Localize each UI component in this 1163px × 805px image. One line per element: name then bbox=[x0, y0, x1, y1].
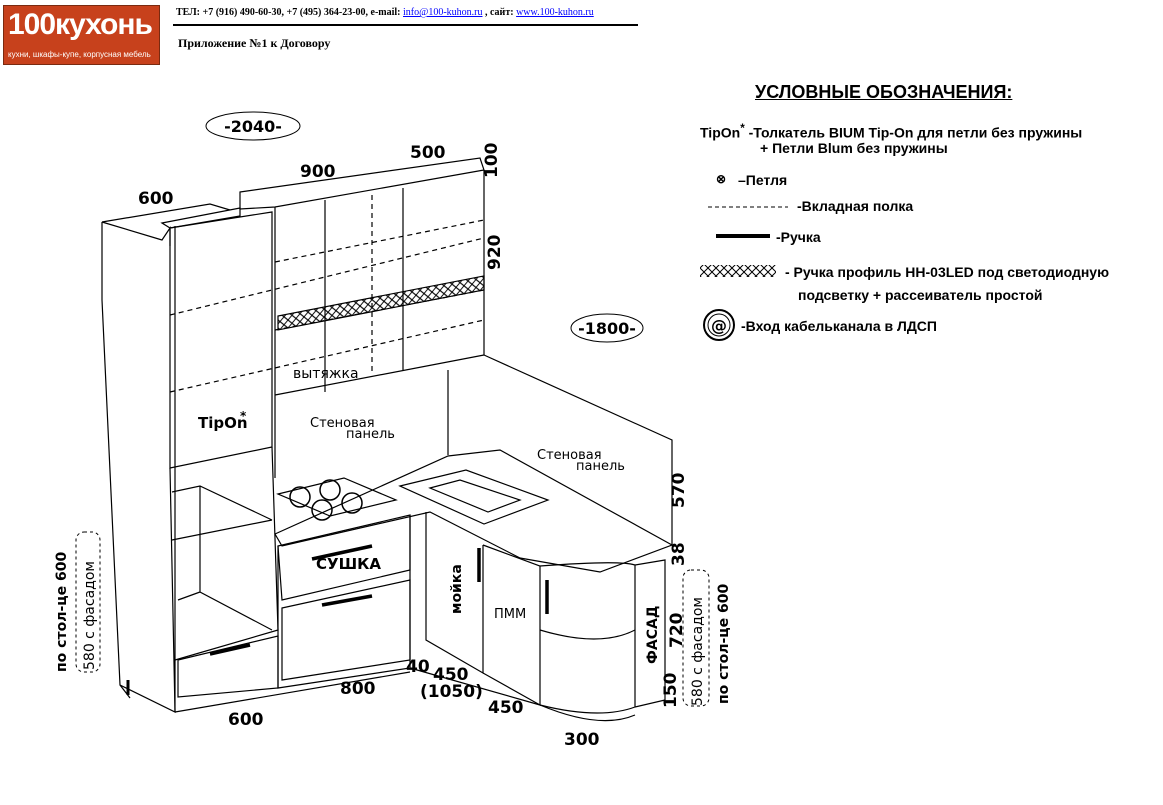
site-prefix: , сайт: bbox=[482, 7, 517, 18]
side-left-1: по стол-це 600 bbox=[54, 552, 70, 672]
sink bbox=[398, 469, 550, 525]
legend-profile-hatch bbox=[700, 265, 776, 277]
wall-right-label: -1800- bbox=[578, 319, 636, 338]
dim-450a: 450 bbox=[433, 665, 469, 685]
contacts-text: ТЕЛ: +7 (916) 490-60-30, +7 (495) 364-23… bbox=[176, 7, 404, 18]
legend-tipon-key: TipOn bbox=[700, 124, 741, 141]
countertop bbox=[274, 449, 674, 573]
appendix-title: Приложение №1 к Договору bbox=[178, 36, 331, 50]
dim-920: 920 bbox=[485, 234, 505, 270]
legend-title: УСЛОВНЫЕ ОБОЗНАЧЕНИЯ: bbox=[755, 82, 1013, 102]
legend-tipon: TipOn* -Толкатель BIUM Tip-On для петли … bbox=[700, 122, 1082, 141]
wall-right-ellipse bbox=[570, 313, 644, 343]
dim-800: 800 bbox=[340, 679, 376, 699]
dim-300: 300 bbox=[564, 730, 600, 750]
header-divider bbox=[173, 24, 638, 26]
profile-hatch bbox=[277, 275, 485, 331]
legend-profile-line2: подсветку + рассеиватель простой bbox=[798, 287, 1043, 303]
cable-icon: @ bbox=[703, 309, 735, 341]
label-hood: вытяжка bbox=[293, 366, 359, 382]
label-dishwasher: ПММ bbox=[494, 607, 526, 622]
logo-tagline: кухни, шкафы-купе, корпусная мебель bbox=[8, 50, 151, 59]
legend-tipon-line2: + Петли Blum без пружины bbox=[760, 140, 948, 156]
label-facade: ФАСАД bbox=[645, 606, 661, 664]
cable-icon-glyph: @ bbox=[711, 316, 727, 335]
dim-570: 570 bbox=[669, 472, 689, 508]
label-wall-panel-1b: панель bbox=[346, 427, 395, 442]
legend-hinge: –Петля bbox=[738, 172, 788, 188]
legend-tipon-star: * bbox=[740, 122, 745, 135]
upper-cabinets bbox=[239, 157, 485, 210]
legend-cable: -Вход кабельканала в ЛДСП bbox=[741, 318, 937, 334]
dim-900: 900 bbox=[300, 162, 336, 182]
kitchen-body bbox=[101, 157, 674, 722]
label-wall-panel-1a: Стеновая bbox=[310, 416, 375, 431]
site-link[interactable]: www.100-kuhon.ru bbox=[516, 7, 594, 18]
label-dryer: СУШКА bbox=[316, 555, 381, 573]
label-wall-panel-2a: Стеновая bbox=[537, 448, 602, 463]
contact-line: ТЕЛ: +7 (916) 490-60-30, +7 (495) 364-23… bbox=[176, 7, 594, 18]
dim-38: 38 bbox=[669, 542, 689, 566]
dim-600-bottom: 600 bbox=[228, 710, 264, 730]
email-link[interactable]: info@100-kuhon.ru bbox=[403, 7, 483, 18]
dim-450b: 450 bbox=[488, 698, 524, 718]
dim-1050: (1050) bbox=[420, 682, 483, 702]
side-left-2: 580 с фасадом bbox=[82, 561, 98, 670]
side-right-1: 580 с фасадом bbox=[690, 597, 706, 706]
legend-tipon-text: -Толкатель BIUM Tip-On для петли без пру… bbox=[748, 124, 1083, 141]
label-wall-panel-2b: панель bbox=[576, 459, 625, 474]
legend-handle: -Ручка bbox=[776, 229, 821, 245]
dim-100: 100 bbox=[482, 142, 502, 178]
legend-shelf: -Вкладная полка bbox=[797, 198, 914, 214]
hinge-icon: ⊗ bbox=[716, 172, 727, 186]
dim-40: 40 bbox=[406, 657, 430, 677]
curved-cabinet bbox=[539, 562, 636, 714]
label-tipon: TipOn bbox=[198, 414, 248, 432]
legend-profile-line1: - Ручка профиль НН-03LED под светодиодну… bbox=[785, 264, 1110, 280]
tall-cabinet bbox=[101, 203, 231, 713]
dim-150: 150 bbox=[661, 672, 681, 708]
company-logo: 100кухонь кухни, шкафы-купе, корпусная м… bbox=[3, 5, 160, 65]
dim-720: 720 bbox=[667, 612, 687, 648]
wall-left-ellipse bbox=[205, 111, 301, 141]
wall-panel bbox=[274, 354, 673, 545]
dim-500: 500 bbox=[410, 143, 446, 163]
side-right-2: по стол-це 600 bbox=[716, 584, 732, 704]
label-sink: мойка bbox=[449, 564, 465, 614]
label-tipon-star: * bbox=[240, 409, 247, 423]
wall-left-label: -2040- bbox=[224, 117, 282, 136]
logo-text: 100кухонь bbox=[8, 8, 153, 41]
dim-600-top: 600 bbox=[138, 189, 174, 209]
